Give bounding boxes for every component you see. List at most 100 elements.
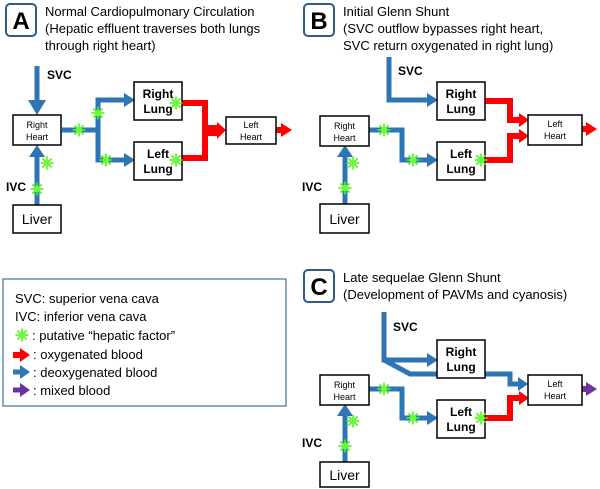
liver-box bbox=[319, 203, 370, 234]
right-lung-arrow-head bbox=[124, 93, 135, 107]
right-lung-label: Right bbox=[446, 87, 477, 101]
svc-arrow-head bbox=[28, 100, 46, 115]
liver-label: Liver bbox=[22, 211, 53, 227]
legend-deoxygenated: : deoxygenated blood bbox=[33, 365, 157, 380]
left-heart-box bbox=[527, 374, 583, 406]
left-lung-label: Lung bbox=[143, 162, 172, 176]
legend-oxygenated-swatch-head bbox=[20, 348, 30, 362]
left-heart-label: Left bbox=[547, 119, 563, 129]
ivc-label: IVC bbox=[302, 436, 322, 450]
right-lung-label: Lung bbox=[446, 360, 475, 374]
svc-flow-arrow bbox=[386, 57, 430, 103]
pavm-shunt-arrow-head bbox=[518, 377, 528, 391]
right-heart-label: Heart bbox=[333, 133, 356, 143]
right-lung-flow-arrow bbox=[95, 97, 127, 130]
ivc-arrow-head bbox=[29, 145, 45, 157]
oxygenated-arrow-head bbox=[519, 129, 529, 143]
left-lung-label: Lung bbox=[446, 420, 475, 434]
panel-c-title: (Development of PAVMs and cyanosis) bbox=[343, 287, 567, 302]
hepatic-factor-icon bbox=[90, 105, 106, 121]
left-lung-label: Left bbox=[450, 405, 472, 419]
svc-label: SVC bbox=[47, 68, 72, 82]
systemic-arrow-head bbox=[586, 122, 597, 136]
right-lung-box bbox=[436, 81, 486, 121]
hepatic-factor-icon bbox=[345, 413, 361, 429]
systemic-arrow-head bbox=[281, 123, 292, 137]
oxygenated-arrow-head bbox=[519, 391, 529, 405]
panel-a-letter-box bbox=[5, 3, 37, 37]
liver-box bbox=[12, 204, 62, 234]
left-heart-label: Heart bbox=[240, 132, 263, 142]
hepatic-factor-icon bbox=[168, 95, 184, 111]
left-lung-flow-arrow bbox=[369, 386, 430, 421]
right-lung-arrow-head bbox=[427, 93, 438, 107]
hepatic-factor-icon bbox=[405, 152, 421, 168]
panel-c-title: Late sequelae Glenn Shunt bbox=[343, 270, 501, 285]
right-lung-arrow-head bbox=[427, 353, 438, 367]
left-lung-arrow-head bbox=[124, 153, 135, 167]
legend-hepatic-factor: : putative “hepatic factor” bbox=[32, 328, 175, 343]
left-heart-label: Heart bbox=[544, 131, 567, 141]
legend-box bbox=[2, 278, 287, 407]
hepatic-factor-icon bbox=[168, 152, 184, 168]
hepatic-factor-icon bbox=[376, 381, 392, 397]
liver-label: Liver bbox=[329, 467, 360, 483]
oxygenated-arrow-head bbox=[519, 113, 529, 127]
left-lung-arrow-head bbox=[427, 153, 438, 167]
hepatic-factor-icon bbox=[39, 155, 55, 171]
panel-b-letter-box bbox=[303, 3, 335, 37]
ivc-label: IVC bbox=[6, 180, 26, 194]
left-lung-box bbox=[436, 399, 486, 439]
hepatic-factor-icon bbox=[345, 155, 361, 171]
right-heart-box bbox=[319, 374, 370, 406]
liver-label: Liver bbox=[329, 211, 360, 227]
right-lung-label: Lung bbox=[446, 102, 475, 116]
left-heart-label: Left bbox=[243, 120, 259, 130]
oxygenated-arrow-head bbox=[217, 122, 226, 139]
ivc-label: IVC bbox=[302, 180, 322, 194]
oxygenated-flow-arrow bbox=[485, 395, 522, 421]
panel-c-letter: C bbox=[310, 274, 327, 301]
hepatic-factor-icon bbox=[337, 180, 353, 196]
panel-b-title: (SVC outflow bypasses right heart, bbox=[343, 21, 543, 36]
right-lung-label: Right bbox=[446, 345, 477, 359]
panel-c: C Late sequelae Glenn Shunt (Development… bbox=[302, 269, 597, 488]
ivc-arrow-head bbox=[337, 404, 353, 416]
hepatic-factor-icon bbox=[337, 438, 353, 454]
hepatic-factor-icon bbox=[14, 327, 30, 343]
left-lung-flow-arrow bbox=[369, 127, 430, 163]
right-heart-box bbox=[12, 114, 62, 146]
right-heart-label: Right bbox=[26, 120, 48, 130]
panel-a-title: (Hepatic effluent traverses both lungs bbox=[45, 21, 261, 36]
left-lung-label: Left bbox=[450, 147, 472, 161]
hepatic-factor-icon bbox=[473, 410, 489, 426]
legend-mixed-swatch-head bbox=[20, 383, 30, 397]
oxygenated-flow-arrow bbox=[485, 133, 522, 163]
right-heart-label: Heart bbox=[333, 392, 356, 402]
panel-a-letter: A bbox=[12, 8, 29, 35]
left-heart-box bbox=[225, 116, 277, 145]
legend-ivc-definition: IVC: inferior vena cava bbox=[15, 309, 147, 324]
ivc-arrow-head bbox=[337, 145, 353, 157]
left-heart-box bbox=[527, 114, 583, 146]
oxygenated-flow-arrow bbox=[182, 100, 220, 131]
panel-a-title: through right heart) bbox=[45, 38, 156, 53]
hepatic-factor-icon bbox=[29, 181, 45, 197]
right-heart-label: Heart bbox=[26, 132, 49, 142]
left-lung-arrow-head bbox=[427, 411, 438, 425]
svc-label: SVC bbox=[393, 320, 418, 334]
svc-label: SVC bbox=[398, 64, 423, 78]
oxygenated-flow-arrow bbox=[485, 98, 522, 123]
panel-a: A Normal Cardiopulmonary Circulation (He… bbox=[5, 3, 292, 234]
left-heart-label: Left bbox=[547, 379, 563, 389]
left-heart-label: Heart bbox=[544, 391, 567, 401]
panel-a-title: Normal Cardiopulmonary Circulation bbox=[45, 4, 255, 19]
right-heart-box bbox=[319, 115, 370, 147]
pavm-shunt-flow-arrow bbox=[382, 357, 521, 387]
right-heart-label: Right bbox=[334, 380, 356, 390]
hepatic-factor-icon bbox=[376, 122, 392, 138]
panel-b-title: Initial Glenn Shunt bbox=[343, 4, 450, 19]
right-lung-label: Right bbox=[143, 87, 174, 101]
left-lung-flow-arrow bbox=[95, 130, 127, 163]
